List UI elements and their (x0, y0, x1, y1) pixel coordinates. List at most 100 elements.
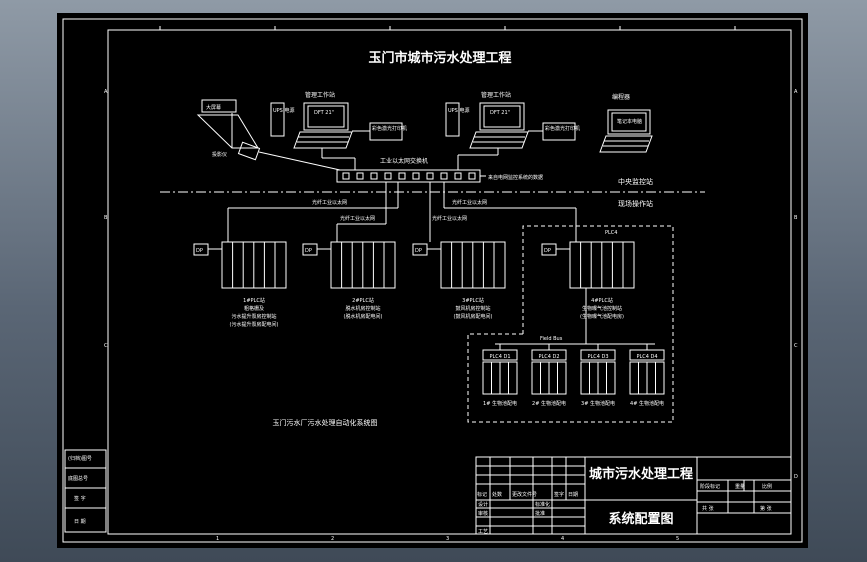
switch-note: 来自电网监控系统的数据 (488, 174, 543, 181)
strip-label: 底图总号 (68, 475, 88, 482)
strip-label: (归档)图号 (68, 455, 92, 462)
sub-label: 2# 生物池配电 (532, 400, 566, 407)
inner-border (107, 29, 792, 535)
sub-header: PLC4 D2 (538, 354, 559, 360)
row-mark: A (104, 89, 108, 95)
sub-header: PLC4 D3 (587, 354, 608, 360)
col-mark: 1 (216, 536, 219, 542)
plc-line2: (生物曝气池配电房) (580, 313, 624, 320)
plc-line2: (鼓风机房配电间) (454, 313, 493, 320)
tb-right-label: 阶段标记 (700, 483, 720, 490)
left-side-box-label: 彩色激光打印机 (372, 125, 407, 132)
drawing-sheet (57, 13, 808, 548)
switch-port (454, 172, 462, 180)
workstation-left-label: 管理工作站 (305, 91, 335, 99)
strip-label: 日 期 (74, 519, 86, 525)
title-block: 标记 处数 更改文件号 签字 日期 设计 审核 工艺 标准化 批准 城市污水处理… (475, 456, 792, 535)
tb-left-label: 审核 (478, 510, 488, 517)
plc-line2: (脱水机房配电间) (344, 313, 383, 320)
tb-right-label: 重量 (735, 483, 745, 490)
tb-row-label: 签字 (554, 491, 564, 498)
central-station-label: 中央监控站 (618, 177, 653, 186)
fiber-label: 光纤工业以太网 (452, 199, 487, 206)
switch-port (412, 172, 420, 180)
sub-header-box (531, 349, 567, 361)
dp-tag: DP (305, 248, 312, 254)
sub-header: PLC4 D4 (636, 354, 657, 360)
plc-line1: 生物曝气池控制站 (582, 305, 622, 312)
tb-left-label: 设计 (478, 501, 488, 508)
switch-port (384, 172, 392, 180)
drawing-title: 玉门市城市污水处理工程 (368, 50, 511, 66)
col-mark: 5 (676, 536, 679, 542)
tb-row-label: 更改文件号 (512, 491, 537, 498)
switch-port (342, 172, 350, 180)
tb-mid-label: 批准 (535, 510, 545, 517)
sub-label: 1# 生物池配电 (483, 400, 517, 407)
laptop-label: 编程器 (612, 93, 630, 101)
fiber-label: 光纤工业以太网 (312, 199, 347, 206)
tb-row-label: 标记 (477, 491, 487, 498)
ups-left (270, 102, 285, 137)
field-station-label: 现场操作站 (618, 199, 653, 208)
plc4-sub-station: PLC4 D44# 生物池配电 (629, 344, 665, 407)
dp-tag: DP (415, 248, 422, 254)
sub-header: PLC4 D1 (489, 354, 510, 360)
switch-port (370, 172, 378, 180)
big-screen-label: 大屏幕 (206, 104, 221, 111)
plc-line1: 鼓风机房控制站 (455, 305, 490, 312)
laptop-screen-text: 笔记本电脑 (617, 118, 642, 125)
row-mark: A (794, 89, 798, 95)
tb-drawing-name: 系统配置图 (608, 511, 673, 527)
tb-project-name: 城市污水处理工程 (589, 466, 693, 482)
sub-header-box (482, 349, 518, 361)
col-mark: 2 (331, 536, 334, 542)
plc4-sub-station: PLC4 D2 2# 生物池配电 (531, 344, 567, 407)
right-side-box-label: 彩色激光打印机 (545, 125, 580, 132)
monitor-left-text: DFT 21" (314, 110, 334, 116)
ups-right-label: UPS 电源 (448, 107, 469, 114)
tb-left-label: 工艺 (478, 529, 488, 535)
workstation-left: 管理工作站 UPS 电源 DFT 21" 彩色激光打印机 (270, 91, 407, 170)
row-mark: C (794, 343, 798, 349)
sub-header-box (629, 349, 665, 361)
plc-stations: DP1#PLC站粗格栅及污水提升泵房控制站(污水提升泵房配电间)DP2#PLC站… (193, 241, 635, 328)
tb-right-label: 比例 (762, 483, 772, 490)
plc-line2: 污水提升泵房控制站 (231, 313, 276, 320)
sub-label: 3# 生物池配电 (581, 400, 615, 407)
strip-label: 签 字 (74, 495, 86, 502)
tb-sheet-label: 共 张 (702, 505, 714, 512)
switch-label: 工业以太网交换机 (380, 157, 428, 165)
dp-tag: DP (196, 248, 203, 254)
tb-sheet-label: 第 张 (760, 505, 772, 512)
ups-left-label: UPS 电源 (273, 107, 294, 114)
switch-port (426, 172, 434, 180)
plc-name: 1#PLC站 (243, 297, 265, 304)
row-mark: C (104, 343, 108, 349)
outer-border (62, 18, 803, 543)
fiber-network: 光纤工业以太网 光纤工业以太网 光纤工业以太网 光纤工业以太网 (227, 182, 577, 242)
dp-tag: DP (544, 248, 551, 254)
plc-name: 2#PLC站 (352, 297, 374, 304)
plc4-header: PLC4 (605, 230, 617, 236)
grid-marks: A B C A B C D 1 2 3 4 5 (104, 26, 798, 542)
plc-line1: 脱水机房控制站 (345, 305, 380, 312)
projector-label: 投影仪 (212, 151, 227, 158)
switch-port (398, 172, 406, 180)
monitor-right-text: DFT 21" (490, 110, 510, 116)
workstation-right: 管理工作站 UPS 电源 DFT 21" 彩色激光打印机 (445, 91, 580, 170)
workstation-right-label: 管理工作站 (481, 91, 511, 99)
row-mark: D (794, 474, 798, 480)
sub-header-box (580, 349, 616, 361)
ethernet-switch: 工业以太网交换机 来自电网监控系统的数据 (336, 157, 543, 183)
tb-row-label: 日期 (568, 492, 578, 498)
plc-line3: (污水提升泵房配电间) (230, 321, 279, 328)
row-mark: B (794, 215, 798, 221)
tb-row-label: 处数 (492, 491, 502, 498)
